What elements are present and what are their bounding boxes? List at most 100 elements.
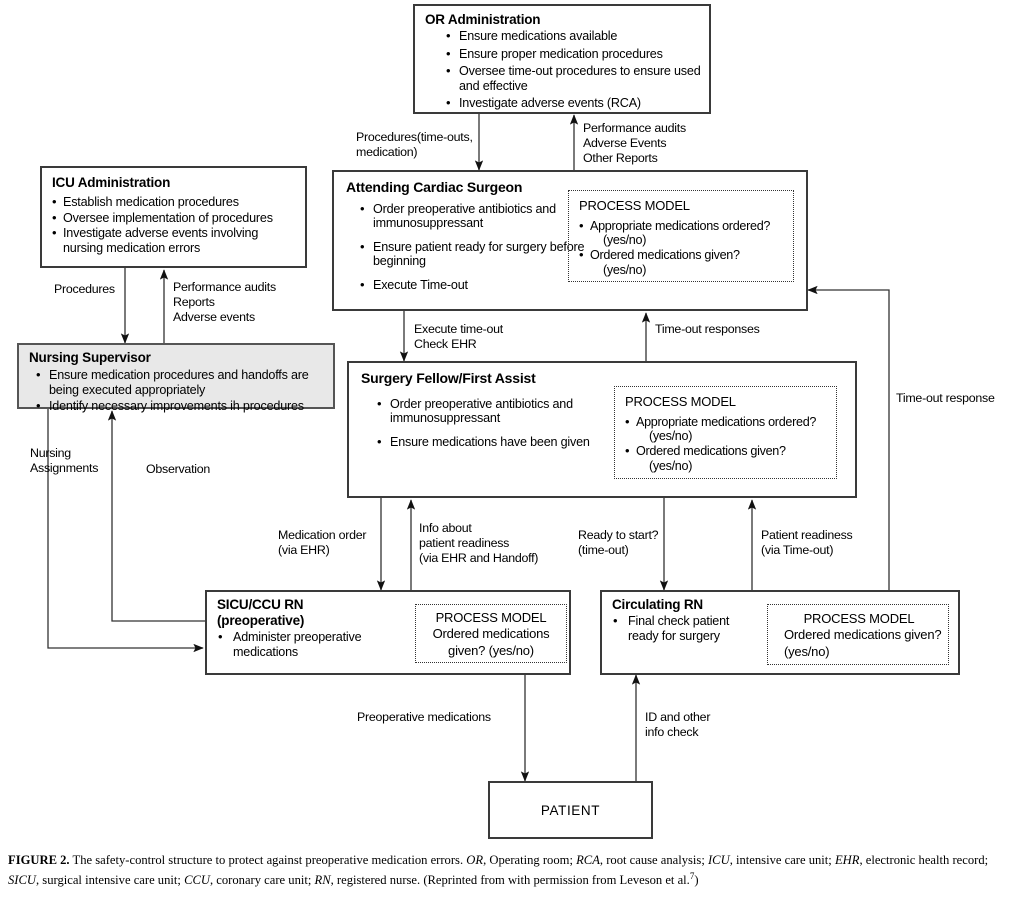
process-model-surgery-fellow: PROCESS MODEL Appropriate medications or… [614,386,837,479]
box-surgery-fellow-first-assist: Surgery Fellow/First Assist Order preope… [347,361,857,498]
abbrev-term: ICU [707,853,730,867]
edge-label-nursing-assignments: Nursing Assignments [30,446,99,475]
abbrev-def: , coronary care unit; [209,873,312,888]
edge-label-performance-audits-or: Performance audits Adverse Events Other … [583,121,686,165]
edge-label-ready-to-start: Ready to start? (time-out) [578,528,659,557]
process-model-line1: Ordered medications given? [784,627,942,643]
or-administration-title: OR Administration [425,12,541,27]
edge-label-procedures-timeouts: Procedures(time-outs, medication) [356,130,473,159]
process-model-question: Appropriate medications ordered? [636,414,817,429]
process-model-title: PROCESS MODEL [803,611,915,626]
box-or-administration: OR Administration Ensure medications ava… [413,4,711,114]
sicu-rn-title-line2: (preoperative) [217,613,305,629]
list-item: Final check patient ready for surgery [612,613,757,643]
process-model-title: PROCESS MODEL [435,610,547,625]
abbrev-term: CCU [184,873,210,888]
sicu-rn-title-line1: SICU/CCU RN [217,597,304,612]
surgery-fellow-list: Order preoperative antibiotics and immun… [361,396,626,450]
icu-administration-title: ICU Administration [52,175,171,190]
circulating-rn-title: Circulating RN [612,597,703,612]
list-item: Identify necessary improvements ih proce… [35,398,325,414]
process-model-answer: (yes/no) [603,233,647,248]
box-attending-cardiac-surgeon: Attending Cardiac Surgeon Order preopera… [332,170,808,311]
edge-label-id-info-check: ID and other info check [645,710,711,739]
caption-reprint-end: ) [694,873,699,888]
process-model-list: Appropriate medications ordered? (yes/no… [579,218,789,278]
list-item: Appropriate medications ordered? (yes/no… [625,414,832,445]
or-administration-list: Ensure medications available Ensure prop… [425,28,701,111]
process-model-circulating-rn: PROCESS MODEL Ordered medications given?… [767,604,949,665]
edge-label-procedures-icu: Procedures [54,282,115,296]
abbrev-term: SICU [8,873,36,888]
edge-label-observation: Observation [146,462,211,476]
list-item: Execute Time-out [359,277,604,293]
list-item: Ensure patient ready for surgery before … [359,239,604,269]
box-circulating-rn: Circulating RN Final check patient ready… [600,590,960,675]
list-item: Appropriate medications ordered? (yes/no… [579,218,789,249]
process-model-line2: given? (yes/no) [448,642,534,658]
edge-label-timeout-response: Time-out response [896,391,995,405]
edge-label-timeout-responses: Time-out responses [655,322,760,336]
edge-label-execute-timeout-check-ehr: Execute time-out Check EHR [414,322,503,351]
abbrev-term: OR [466,853,484,867]
list-item: Order preoperative antibiotics and immun… [359,201,604,231]
edge-label-performance-audits-icu: Performance audits Reports Adverse event… [173,280,276,324]
attending-surgeon-list: Order preoperative antibiotics and immun… [346,201,604,293]
process-model-list: Appropriate medications ordered? (yes/no… [625,414,832,474]
process-model-sicu-rn: PROCESS MODEL Ordered medications given?… [415,604,567,663]
caption-main: The safety-control structure to protect … [72,853,464,867]
list-item: Establish medication procedures [52,194,297,210]
abbrev-term: RCA [576,853,600,867]
process-model-title: PROCESS MODEL [625,394,736,409]
caption-reprint: (Reprinted from with permission from Lev… [423,873,690,888]
list-item: Ensure medications have been given [376,434,626,450]
list-item: Ensure medication procedures and handoff… [35,367,325,397]
list-item: Oversee time-out procedures to ensure us… [445,63,701,93]
abbrev-def: , Operating room; [483,853,573,867]
list-item: Investigate adverse events (RCA) [445,96,701,111]
list-item: Investigate adverse events involving nur… [52,225,297,255]
process-model-answer: (yes/no) [603,263,647,278]
edge-label-medication-order: Medication order (via EHR) [278,528,367,557]
list-item: Ordered medications given? (yes/no) [579,247,789,278]
abbrev-def: , root cause analysis; [599,853,705,867]
circulating-rn-list: Final check patient ready for surgery [612,613,757,643]
box-nursing-supervisor: Nursing Supervisor Ensure medication pro… [17,343,335,413]
attending-surgeon-title: Attending Cardiac Surgeon [346,179,523,195]
process-model-question: Appropriate medications ordered? [590,218,771,233]
list-item: Ensure proper medication procedures [445,46,701,62]
edge-label-patient-readiness: Patient readiness (via Time-out) [761,528,853,557]
list-item: Order preoperative antibiotics and immun… [376,396,626,426]
abbrev-def: , electronic health record; [859,853,989,867]
list-item: Ordered medications given? (yes/no) [625,443,832,474]
abbrev-term: RN [314,873,331,888]
process-model-question: Ordered medications given? [636,444,786,459]
process-model-attending-surgeon: PROCESS MODEL Appropriate medications or… [568,190,794,282]
list-item: Administer preoperative medications [217,629,397,659]
abbrev-def: , intensive care unit; [729,853,832,867]
surgery-fellow-title: Surgery Fellow/First Assist [361,370,536,386]
abbrev-def: , surgical intensive care unit; [36,873,181,888]
edge-label-preoperative-medications: Preoperative medications [357,710,491,724]
abbrev-def: , registered nurse. [330,873,421,888]
figure-label: FIGURE 2. [8,853,70,867]
caption-reference: 7 [689,870,695,881]
process-model-line2: (yes/no) [784,643,830,659]
figure-caption: FIGURE 2. The safety-control structure t… [8,852,1008,890]
edge-label-info-patient-readiness: Info about patient readiness (via EHR an… [419,521,539,565]
list-item: Oversee implementation of procedures [52,210,297,226]
process-model-line1: Ordered medications [432,626,550,642]
process-model-answer: (yes/no) [649,429,693,444]
nursing-supervisor-list: Ensure medication procedures and handoff… [29,367,325,414]
list-item: Ensure medications available [445,28,701,44]
box-patient: PATIENT [488,781,653,839]
icu-administration-list: Establish medication procedures Oversee … [52,194,297,255]
process-model-title: PROCESS MODEL [579,198,690,213]
box-sicu-ccu-rn: SICU/CCU RN (preoperative) Administer pr… [205,590,571,675]
nursing-supervisor-title: Nursing Supervisor [29,350,151,365]
patient-title: PATIENT [540,802,601,818]
abbrev-term: EHR [834,853,860,867]
process-model-question: Ordered medications given? [590,248,740,263]
sicu-rn-list: Administer preoperative medications [217,629,397,659]
